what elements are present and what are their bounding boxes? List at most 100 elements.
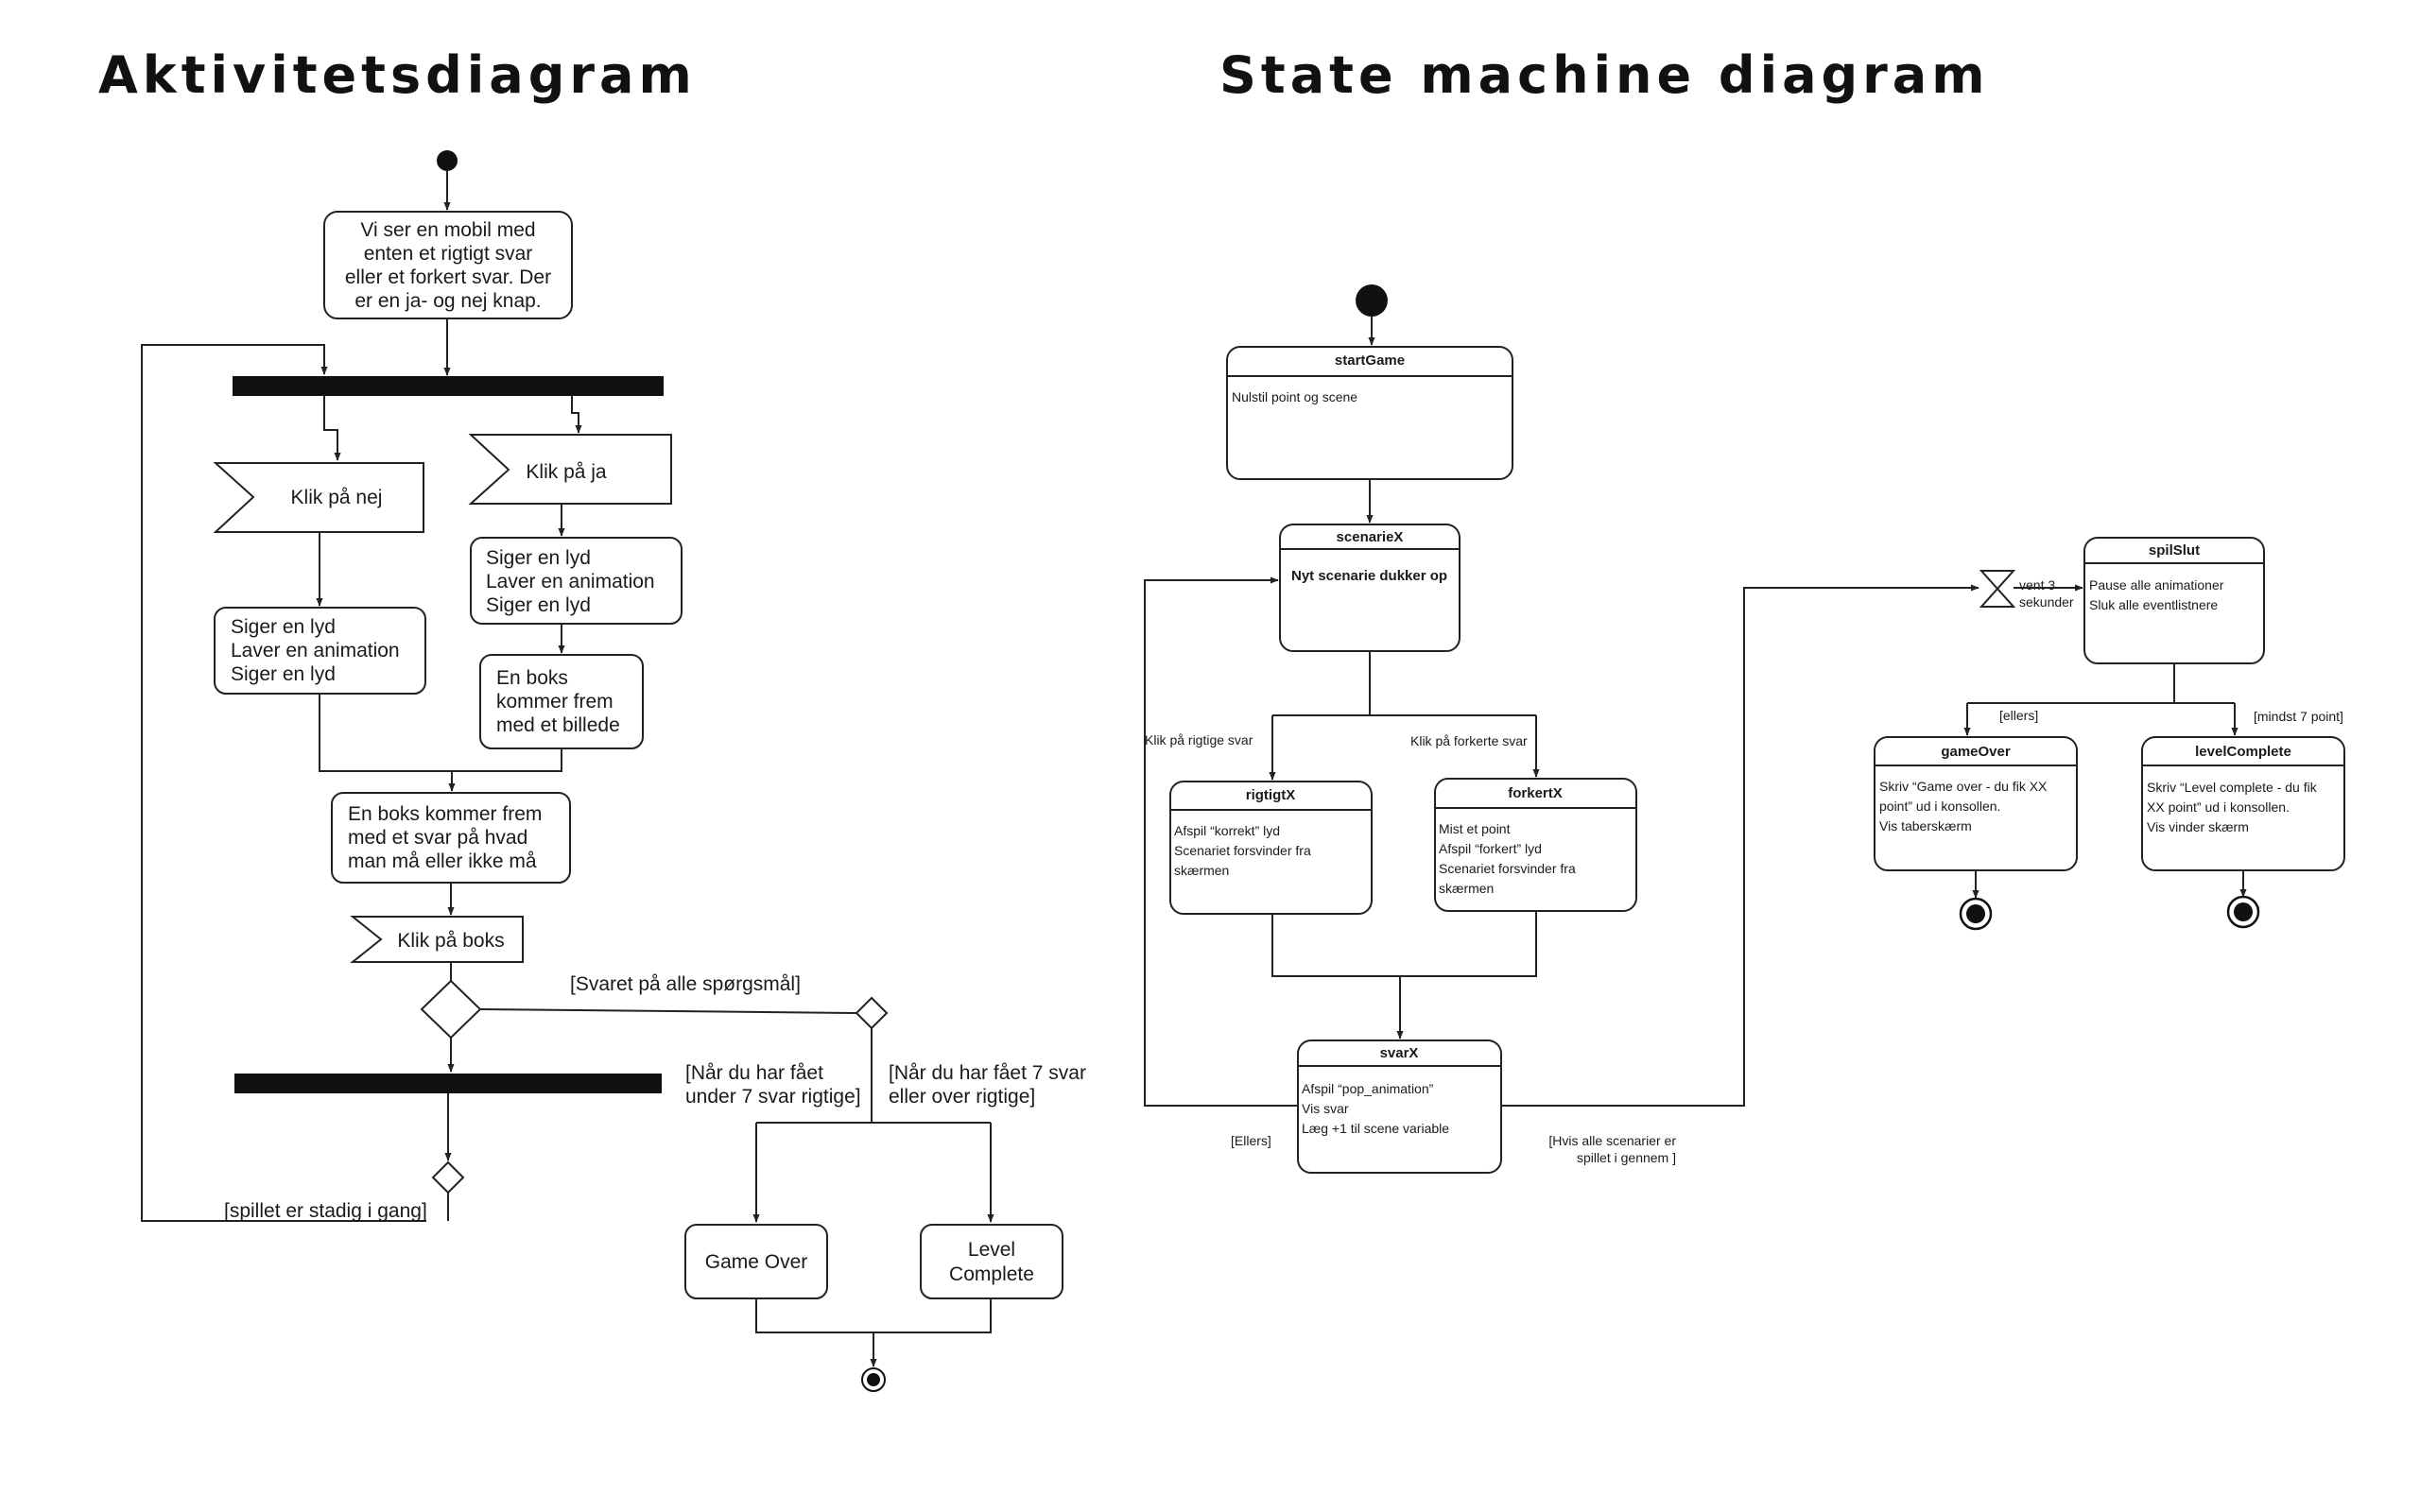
- state-body-line: Vis svar: [1302, 1101, 1349, 1116]
- nej-action-box: Siger en lyd Laver en animation Siger en…: [214, 607, 426, 695]
- guard-min7: [mindst 7 point]: [2254, 709, 2343, 724]
- ja-action-box: Siger en lyd Laver en animation Siger en…: [470, 537, 683, 625]
- flow-line: [479, 1008, 858, 1014]
- state-machine-diagram: startGame Nulstil point og scene scenari…: [1144, 284, 2345, 1174]
- nej-action-line: Laver en animation: [231, 640, 400, 662]
- state-body-line: XX point” ud i konsollen.: [2147, 799, 2290, 815]
- activity-diagram-title: Aktivitetsdiagram: [98, 45, 697, 105]
- answer-box-line: med et svar på hvad: [348, 827, 527, 849]
- guard-ellers: [ellers]: [1999, 708, 2038, 723]
- answer-box-line: En boks kommer frem: [348, 803, 542, 825]
- state-body-line: Skriv “Level complete - du fik: [2147, 780, 2318, 795]
- state-name: levelComplete: [2195, 744, 2291, 760]
- answer-box: En boks kommer frem med et svar på hvad …: [331, 792, 571, 884]
- state-body-line: skærmen: [1439, 881, 1494, 896]
- level-complete-label: Complete: [949, 1263, 1034, 1285]
- state-name: spilSlut: [2149, 542, 2200, 558]
- activity-diagram: Vi ser en mobil med enten et rigtigt sva…: [141, 150, 1086, 1392]
- game-over-label: Game Over: [705, 1251, 808, 1273]
- state-body-line: point” ud i konsollen.: [1879, 799, 2000, 814]
- state-body-line: Pause alle animationer: [2089, 577, 2224, 593]
- guard-all-answered: [Svaret på alle spørgsmål]: [570, 973, 801, 995]
- hourglass-icon: [1979, 570, 2016, 608]
- state-body-line: Nyt scenarie dukker op: [1291, 568, 1447, 584]
- trans-forkerte-label: Klik på forkerte svar: [1410, 733, 1528, 748]
- state-rigtigtX: rigtigtX Afspil “korrekt” lyd Scenariet …: [1169, 781, 1373, 915]
- decision-node-loop: [431, 1160, 465, 1194]
- timer-label: sekunder: [2019, 594, 2074, 610]
- initial-node: [437, 150, 458, 171]
- start-box-line: eller et forkert svar. Der: [345, 266, 551, 288]
- guard-still-playing: [spillet er stadig i gang]: [224, 1200, 427, 1222]
- sm-merge-line: [1271, 911, 1537, 977]
- timer-label: vent 3: [2019, 577, 2055, 593]
- ja-box-line: En boks: [496, 667, 568, 689]
- state-name: startGame: [1335, 352, 1405, 369]
- sm-all-done: [1501, 584, 1979, 1107]
- join-bar: [234, 1074, 662, 1093]
- sm-initial-node: [1356, 284, 1388, 317]
- game-over-box: Game Over: [684, 1224, 828, 1299]
- state-name: svarX: [1380, 1045, 1419, 1061]
- nej-action-line: Siger en lyd: [231, 616, 336, 638]
- start-box-line: er en ja- og nej knap.: [354, 290, 541, 312]
- merge-line: [319, 694, 562, 772]
- ja-action-line: Laver en animation: [486, 571, 655, 593]
- state-name: gameOver: [1941, 744, 2011, 760]
- state-svarX: svarX Afspil “pop_animation” Vis svar Læ…: [1297, 1040, 1502, 1174]
- klik-ja-label: Klik på ja: [526, 461, 607, 483]
- state-name: forkertX: [1508, 785, 1563, 801]
- state-body-line: Vis taberskærm: [1879, 818, 1972, 833]
- guard-7-or-more: [Når du har fået 7 svar: [889, 1062, 1086, 1084]
- state-body-line: Nulstil point og scene: [1232, 389, 1357, 404]
- level-complete-label: Level: [968, 1239, 1015, 1261]
- ja-box-image: En boks kommer frem med et billede: [479, 654, 644, 749]
- final-node: [861, 1367, 886, 1392]
- sm-final-node-gameover: [1959, 897, 1993, 931]
- answer-box-line: man må eller ikke må: [348, 850, 537, 872]
- flow-arrow: [323, 396, 341, 461]
- klik-nej-label: Klik på nej: [291, 487, 383, 508]
- state-forkertX: forkertX Mist et point Afspil “forkert” …: [1434, 778, 1637, 912]
- trans-ellers-label: [Ellers]: [1231, 1133, 1271, 1148]
- ja-box-line: med et billede: [496, 714, 620, 736]
- receive-signal-klik-nej: Klik på nej: [213, 462, 424, 533]
- loop-back-arrow: [141, 344, 426, 1222]
- state-body-line: Læg +1 til scene variable: [1302, 1121, 1449, 1136]
- klik-boks-label: Klik på boks: [397, 930, 504, 952]
- fork-bar: [233, 376, 664, 396]
- state-levelComplete: levelComplete Skriv “Level complete - du…: [2141, 736, 2345, 871]
- ja-action-line: Siger en lyd: [486, 594, 591, 616]
- ja-action-line: Siger en lyd: [486, 547, 591, 569]
- receive-signal-klik-ja: Klik på ja: [468, 434, 672, 505]
- merge-line: [755, 1298, 992, 1333]
- state-body-line: Mist et point: [1439, 821, 1511, 836]
- receive-signal-klik-boks: Klik på boks: [350, 916, 524, 963]
- state-name: rigtigtX: [1246, 787, 1296, 803]
- state-body-line: Afspil “forkert” lyd: [1439, 841, 1542, 856]
- state-body-line: Sluk alle eventlistnere: [2089, 597, 2218, 612]
- activity-start-box: Vi ser en mobil med enten et rigtigt sva…: [323, 211, 573, 319]
- state-body-line: Vis vinder skærm: [2147, 819, 2249, 834]
- flow-arrow: [571, 396, 582, 434]
- level-complete-box: Level Complete: [920, 1224, 1063, 1299]
- state-startGame: startGame Nulstil point og scene: [1226, 346, 1513, 480]
- guard-7-or-more: eller over rigtige]: [889, 1086, 1035, 1108]
- state-name: scenarieX: [1337, 529, 1404, 545]
- state-scenarieX: scenarieX Nyt scenarie dukker op: [1279, 524, 1461, 652]
- state-body-line: Scenariet forsvinder fra: [1439, 861, 1576, 876]
- state-body-line: skærmen: [1174, 863, 1229, 878]
- state-body-line: Afspil “pop_animation”: [1302, 1081, 1434, 1096]
- sm-final-node-levelcomplete: [2226, 895, 2260, 929]
- trans-rigtige-label: Klik på rigtige svar: [1145, 732, 1253, 747]
- nej-action-line: Siger en lyd: [231, 663, 336, 685]
- sm-loop-ellers: [1144, 576, 1298, 1107]
- start-box-line: enten et rigtigt svar: [364, 243, 533, 265]
- state-gameOver: gameOver Skriv “Game over - du fik XX po…: [1874, 736, 2078, 871]
- state-spilSlut: spilSlut Pause alle animationer Sluk all…: [2083, 537, 2265, 664]
- state-machine-diagram-title: State machine diagram: [1219, 45, 1990, 105]
- trans-all-done-label: spillet i gennem ]: [1577, 1150, 1676, 1165]
- state-body-line: Scenariet forsvinder fra: [1174, 843, 1311, 858]
- decision-node: [420, 979, 482, 1040]
